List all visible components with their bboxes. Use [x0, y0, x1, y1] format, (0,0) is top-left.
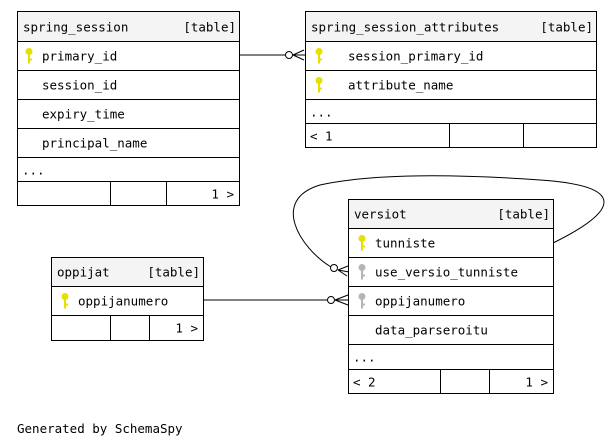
foreign-key-icon: [358, 293, 366, 309]
table-type-label: [table]: [183, 19, 236, 34]
column-name: oppijanumero: [375, 293, 466, 309]
more-columns-row[interactable]: ...: [306, 100, 596, 124]
primary-key-icon: [315, 77, 323, 93]
nav-cell-children[interactable]: 1 >: [211, 186, 234, 201]
column-name: session_id: [42, 77, 118, 93]
table-type-label: [table]: [147, 264, 200, 280]
navigation-row: < 1: [306, 124, 596, 147]
column-row[interactable]: expiry_time: [18, 100, 239, 129]
edge-end-circle: [285, 51, 293, 59]
column-name: principal_name: [42, 135, 148, 151]
table-type-label: [table]: [497, 206, 550, 222]
navigation-row: 1 >: [52, 316, 203, 340]
table-name: spring_session_attributes: [311, 19, 500, 34]
edge-versiot-self: [292, 175, 605, 268]
table-header[interactable]: spring_session_attributes [table]: [306, 12, 596, 42]
table-header[interactable]: versiot [table]: [349, 200, 553, 229]
nav-cell-middle: [441, 370, 490, 393]
table-oppijat[interactable]: oppijat [table] oppijanumero 1 >: [51, 257, 204, 341]
more-columns-row[interactable]: ...: [349, 345, 553, 370]
column-row[interactable]: session_id: [18, 71, 239, 100]
navigation-row: < 2 1 >: [349, 370, 553, 393]
column-name: oppijanumero: [78, 293, 169, 309]
column-row[interactable]: attribute_name: [306, 71, 596, 100]
column-name: use_versio_tunniste: [375, 264, 518, 280]
column-row[interactable]: session_primary_id: [306, 42, 596, 71]
edge-end-circle: [330, 264, 338, 272]
table-header[interactable]: spring_session [table]: [18, 12, 239, 42]
more-columns: ...: [310, 104, 333, 119]
nav-cell-children[interactable]: [524, 124, 596, 147]
column-name: session_primary_id: [348, 48, 484, 64]
nav-cell-parents[interactable]: < 1: [306, 124, 450, 147]
nav-cell-children[interactable]: 1 >: [175, 320, 198, 336]
edge-crowfoot: [337, 265, 350, 277]
table-name: oppijat: [57, 264, 110, 280]
generated-by-footer: Generated by SchemaSpy: [17, 421, 183, 436]
table-spring-session-attributes[interactable]: spring_session_attributes [table] sessio…: [305, 11, 597, 148]
nav-cell-parents[interactable]: < 2: [349, 370, 441, 393]
foreign-key-icon: [358, 264, 366, 280]
more-columns-row[interactable]: ...: [18, 158, 239, 182]
table-type-label: [table]: [540, 19, 593, 34]
nav-cell-parents[interactable]: [52, 316, 111, 340]
column-name: expiry_time: [42, 106, 125, 122]
column-row[interactable]: primary_id: [18, 42, 239, 71]
more-columns: ...: [353, 349, 376, 365]
column-name: attribute_name: [348, 77, 454, 93]
table-spring-session[interactable]: spring_session [table] primary_id sessio…: [17, 11, 240, 206]
edge-crowfoot: [334, 294, 349, 306]
nav-cell-middle: [450, 124, 524, 147]
table-name: spring_session: [23, 19, 129, 34]
table-name: versiot: [354, 206, 407, 222]
edge-crowfoot: [292, 49, 305, 61]
column-name: primary_id: [42, 48, 118, 64]
primary-key-icon: [315, 48, 323, 64]
nav-cell-parents[interactable]: [18, 182, 111, 205]
navigation-row: 1 >: [18, 182, 239, 205]
column-row[interactable]: oppijanumero: [52, 287, 203, 316]
column-row[interactable]: principal_name: [18, 129, 239, 158]
primary-key-icon: [61, 293, 69, 309]
primary-key-icon: [358, 235, 366, 251]
table-versiot[interactable]: versiot [table] tunniste use_versio_tunn…: [348, 199, 554, 394]
table-header[interactable]: oppijat [table]: [52, 258, 203, 287]
column-row[interactable]: use_versio_tunniste: [349, 258, 553, 287]
nav-cell-middle: [111, 182, 167, 205]
column-row[interactable]: oppijanumero: [349, 287, 553, 316]
primary-key-icon: [25, 48, 33, 64]
column-name: data_parseroitu: [375, 322, 488, 338]
more-columns: ...: [22, 162, 45, 177]
column-row[interactable]: data_parseroitu: [349, 316, 553, 345]
column-row[interactable]: tunniste: [349, 229, 553, 258]
edge-end-circle: [327, 296, 335, 304]
column-name: tunniste: [375, 235, 436, 251]
nav-cell-middle: [111, 316, 150, 340]
nav-cell-children[interactable]: 1 >: [525, 374, 548, 389]
